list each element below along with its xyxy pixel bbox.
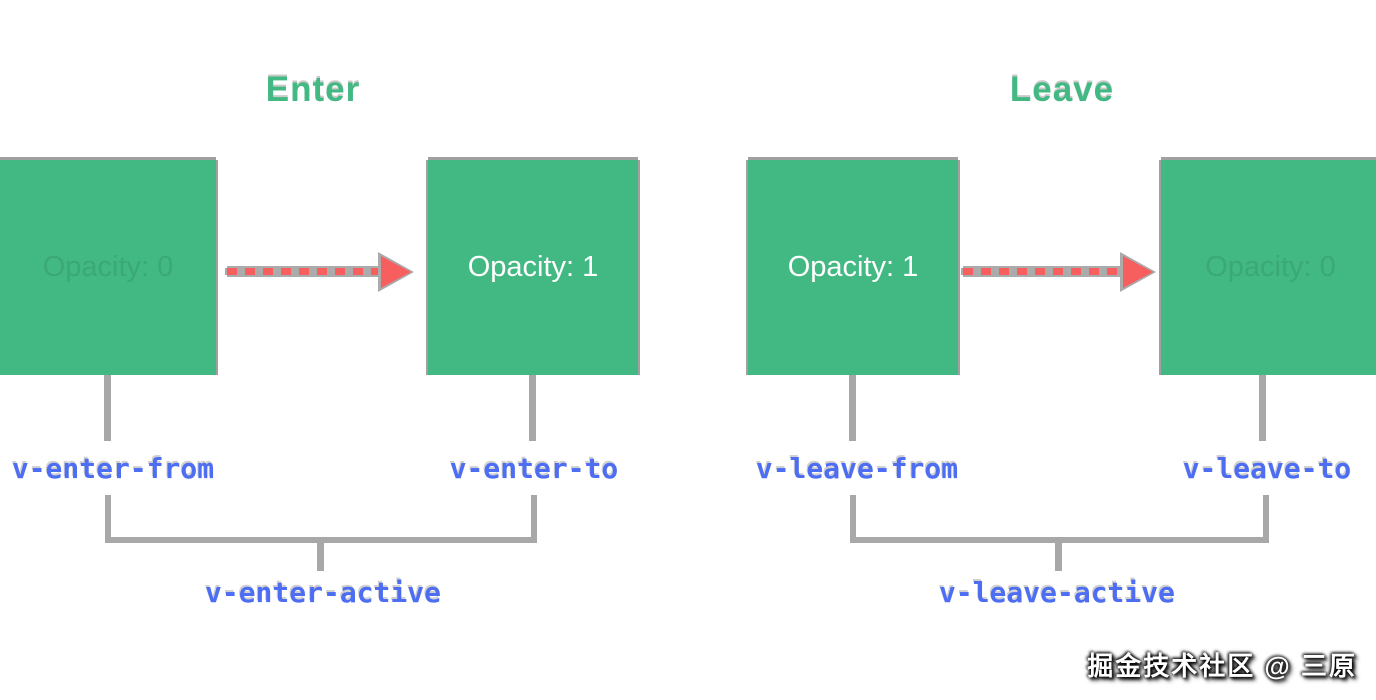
leave-arrowhead-icon xyxy=(1123,256,1153,288)
enter-active-bracket xyxy=(105,495,537,543)
enter-from-label: v-enter-from xyxy=(11,452,215,485)
leave-active-bracket xyxy=(850,495,1269,543)
enter-to-label: v-enter-to xyxy=(449,452,619,485)
enter-to-box: Opacity: 1 xyxy=(428,160,638,375)
leave-from-box: Opacity: 1 xyxy=(748,160,958,375)
leave-active-bracket-stem xyxy=(1055,541,1062,571)
leave-to-label: v-leave-to xyxy=(1182,452,1352,485)
enter-section-title: Enter xyxy=(265,70,361,109)
leave-arrow-icon xyxy=(963,252,1156,292)
enter-arrow-icon xyxy=(227,252,414,292)
enter-from-connector xyxy=(104,375,111,441)
leave-to-box-text: Opacity: 0 xyxy=(1205,251,1336,283)
enter-arrowhead-icon xyxy=(381,256,411,288)
enter-active-bracket-stem xyxy=(317,541,324,571)
leave-section-title: Leave xyxy=(1009,70,1115,109)
enter-to-connector xyxy=(529,375,536,441)
leave-active-label: v-leave-active xyxy=(938,576,1175,609)
leave-to-box: Opacity: 0 xyxy=(1161,160,1376,375)
leave-from-box-text: Opacity: 1 xyxy=(787,251,919,283)
leave-to-connector xyxy=(1259,375,1266,441)
enter-arrow-dashes xyxy=(227,268,384,275)
leave-from-connector xyxy=(849,375,856,441)
leave-from-label: v-leave-from xyxy=(755,452,959,485)
enter-from-box: Opacity: 0 xyxy=(0,160,216,375)
leave-arrow-dashes xyxy=(963,268,1126,275)
enter-to-box-text: Opacity: 1 xyxy=(467,251,599,283)
enter-from-box-text: Opacity: 0 xyxy=(42,251,174,283)
enter-active-label: v-enter-active xyxy=(204,576,441,609)
watermark: 掘金技术社区 @ 三原 xyxy=(1087,651,1357,681)
